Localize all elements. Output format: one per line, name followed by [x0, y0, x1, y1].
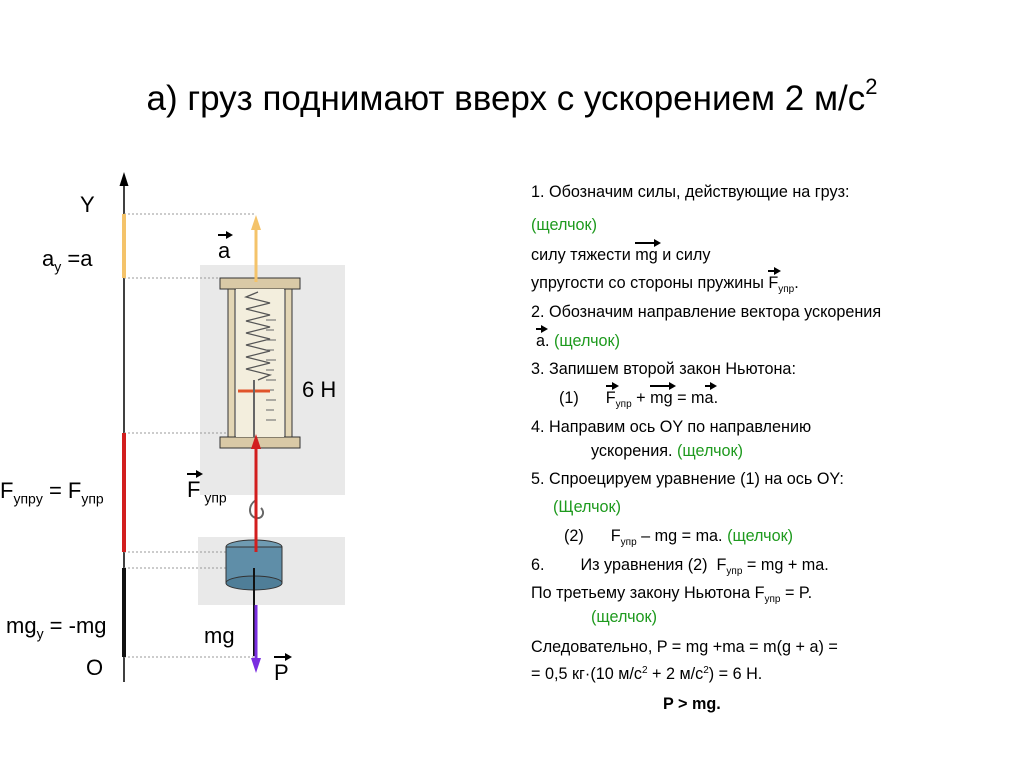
sol-line-1: 1. Обозначим силы, действующие на груз:: [531, 183, 850, 201]
vector-a-label: a: [218, 231, 234, 263]
vector-f-label: F упр: [187, 470, 227, 506]
mgy-label: mgy = -mg: [6, 613, 107, 642]
sol-line-9: 4. Направим ось OY по направлению: [531, 418, 812, 436]
axis-y-label: Y: [80, 192, 95, 217]
sol-line-16-click: (щелчок): [591, 608, 657, 626]
elastic-force-arrowhead: [251, 434, 261, 449]
sol-line-10: ускорения. (щелчок): [591, 442, 744, 460]
sol-line-2-click: (щелчок): [531, 216, 597, 234]
sol-line-19-conclusion: P > mg.: [663, 695, 721, 713]
vector-p-label: P: [274, 653, 292, 685]
sol-line-3: силу тяжести mg и силу: [531, 239, 711, 264]
weight-arrowhead: [251, 658, 261, 673]
title-sup: 2: [865, 74, 878, 99]
origin-label: O: [86, 655, 104, 680]
sol-line-4: упругости со стороны пружины Fупр.: [531, 267, 799, 296]
sol-line-7: 3. Запишем второй закон Ньютона:: [531, 360, 796, 378]
ay-label: ay =a: [42, 246, 93, 275]
slide-title: а) груз поднимают вверх с ускорением 2 м…: [0, 74, 1024, 119]
sol-line-13: (2) Fупр – mg = ma. (щелчок): [564, 527, 794, 549]
sol-line-15: По третьему закону Ньютона Fупр = P.: [531, 584, 813, 606]
sol-line-8: (1) Fупр + mg = ma.: [559, 382, 719, 411]
sol-line-18: = 0,5 кг·(10 м/с2 + 2 м/с2) = 6 Н.: [531, 665, 763, 683]
acceleration-arrowhead: [251, 215, 261, 230]
y-axis-arrowhead: [119, 172, 129, 186]
fy-label: Fупрy = Fупр: [0, 478, 104, 507]
vector-mg-label: mg: [204, 623, 235, 648]
sol-line-12-click: (Щелчок): [553, 498, 622, 516]
spring-scale: [219, 277, 301, 591]
sol-line-6: a. (щелчок): [536, 325, 621, 350]
title-text: а) груз поднимают вверх с ускорением 2 м…: [146, 79, 866, 118]
scale-reading-label: 6 Н: [302, 377, 337, 402]
sol-line-14: 6. Из уравнения (2) Fупр = mg + ma.: [531, 556, 829, 578]
sol-line-11: 5. Спроецируем уравнение (1) на ось OY:: [531, 470, 844, 488]
sol-line-5: 2. Обозначим направление вектора ускорен…: [531, 303, 882, 321]
sol-line-17: Следовательно, P = mg +ma = m(g + a) =: [531, 638, 838, 656]
